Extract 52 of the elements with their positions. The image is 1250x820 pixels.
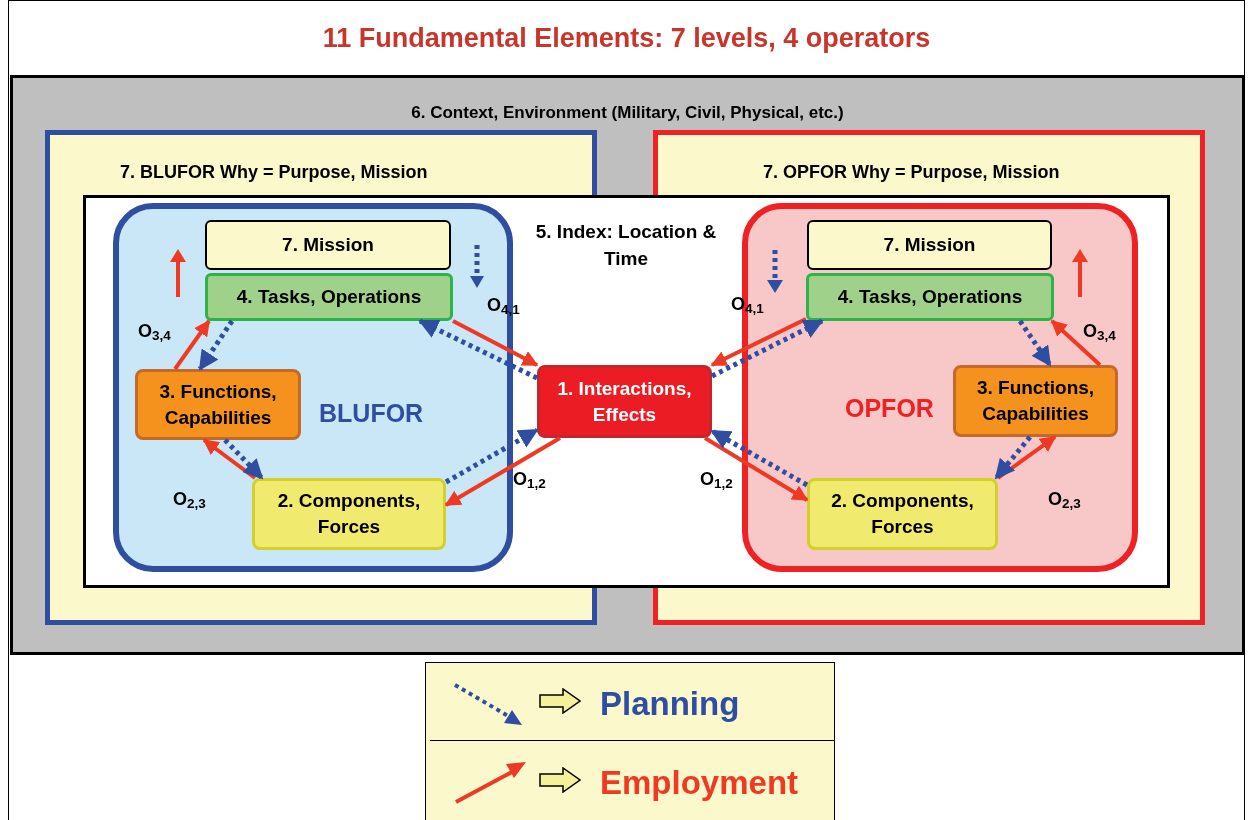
employment-arrow xyxy=(710,317,807,367)
planning-arrow xyxy=(710,428,809,488)
level-box xyxy=(205,220,451,270)
box-label: 4. Tasks, Operations xyxy=(235,285,423,309)
index-panel xyxy=(83,195,1170,588)
panel-heading: 6. Context, Environment (Military, Civil, Physical, etc.) xyxy=(410,102,845,124)
edge-label: O$_{2,3}$ xyxy=(173,488,206,513)
planning-arrow xyxy=(710,318,824,379)
box-label: 1. Interactions, Effects xyxy=(556,376,693,427)
planning-arrow xyxy=(994,435,1032,480)
edge-label: O$_{1,2}$ xyxy=(513,468,546,493)
edge-label: O$_{3,4}$ xyxy=(1083,320,1116,345)
employment-arrow xyxy=(444,436,561,507)
legend-label: Planning xyxy=(600,684,740,724)
box-label: 7. Mission xyxy=(882,233,977,257)
box-label: 3. Functions, Capabilities xyxy=(158,379,278,430)
level-box xyxy=(807,220,1052,270)
level-box xyxy=(807,478,998,550)
employment-arrow xyxy=(703,436,809,502)
box-label: 7. Mission xyxy=(281,233,375,257)
panel-heading: OPFOR xyxy=(845,393,935,424)
panel-heading: 7. OPFOR Why = Purpose, Mission xyxy=(763,161,1061,184)
employment-arrow xyxy=(996,435,1057,480)
diagram-title: 11 Fundamental Elements: 7 levels, 4 operators xyxy=(321,22,932,55)
purpose-panel xyxy=(45,130,597,197)
legend-label: Employment xyxy=(600,763,799,803)
planning-arrow xyxy=(444,427,539,485)
edge-label: O$_{3,4}$ xyxy=(138,320,171,345)
level-box xyxy=(806,273,1054,321)
employment-arrow xyxy=(202,438,257,480)
level-box xyxy=(252,478,446,550)
employment-arrow xyxy=(452,319,539,367)
planning-arrow xyxy=(1017,319,1053,367)
edge-label: O$_{2,3}$ xyxy=(1048,488,1081,513)
panel-heading: 7. BLUFOR Why = Purpose, Mission xyxy=(120,161,429,184)
level-box xyxy=(953,365,1118,437)
panel-heading: 5. Index: Location & Time xyxy=(534,220,718,271)
panel-heading: BLUFOR xyxy=(319,398,425,429)
planning-arrow xyxy=(197,319,235,371)
edge-label: O$_{1,2}$ xyxy=(700,468,733,493)
interaction-box xyxy=(537,365,712,438)
level-box xyxy=(135,369,301,440)
planning-arrow xyxy=(223,438,264,480)
box-label: 4. Tasks, Operations xyxy=(836,285,1024,309)
employment-arrow xyxy=(1050,319,1102,367)
planning-arrow xyxy=(418,318,539,381)
level-box xyxy=(205,273,453,321)
purpose-panel xyxy=(653,130,1205,197)
box-label: 2. Components, Forces xyxy=(830,489,975,539)
box-label: 3. Functions, Capabilities xyxy=(975,376,1096,426)
box-label: 2. Components, Forces xyxy=(276,489,422,539)
employment-arrow xyxy=(173,319,211,371)
